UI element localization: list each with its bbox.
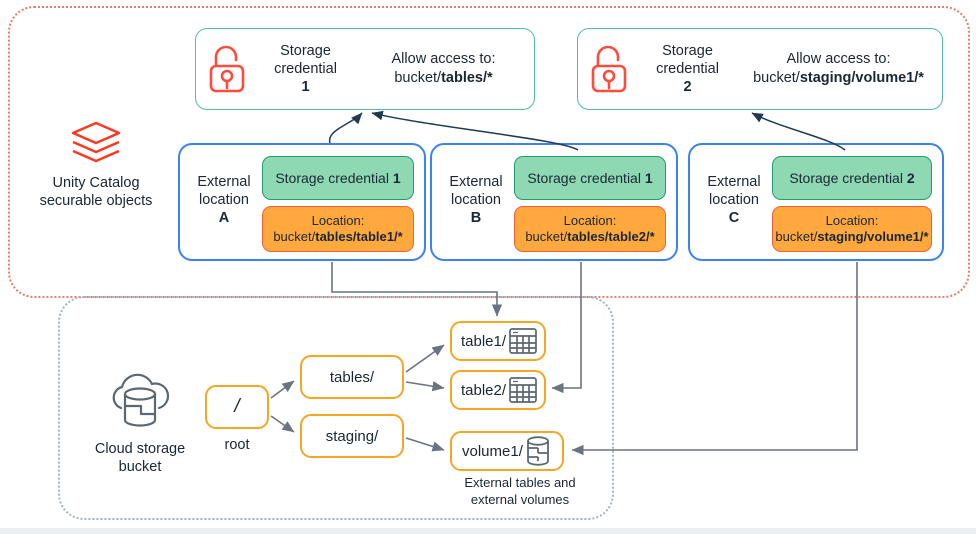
extloc-c-line2: location	[709, 192, 759, 209]
cloud-storage-legend: Cloud storage bucket	[60, 368, 220, 476]
bucket-root-caption: root	[224, 437, 250, 453]
storage-credential-2-title: Storage credential 2	[640, 42, 735, 96]
extloc-c-cred-number: 2	[906, 170, 915, 186]
external-location-a-location-chip: Location: bucket/tables/table1/*	[262, 206, 414, 252]
bucket-node-root-label: /	[234, 396, 240, 417]
external-location-b[interactable]: External location B Storage credential 1…	[430, 143, 678, 261]
extloc-c-loc-path: staging/volume1/*	[817, 229, 929, 244]
storage-credential-card-1[interactable]: Storage credential 1 Allow access to: bu…	[195, 28, 535, 110]
extloc-b-loc-path: tables/table2/*	[567, 229, 655, 244]
extloc-c-cred-prefix: Storage credential	[789, 170, 907, 186]
table-grid-icon	[508, 376, 538, 404]
extloc-a-loc-label: Location:	[311, 212, 365, 228]
extloc-c-loc-prefix: bucket/	[775, 229, 818, 244]
credential-1-title-line1: Storage	[280, 42, 331, 59]
bucket-node-table1[interactable]: table1/	[450, 321, 546, 361]
credential-2-allow-path: staging/volume1/*	[799, 70, 924, 86]
bucket-node-root[interactable]: /	[205, 385, 269, 429]
extloc-b-loc-prefix: bucket/	[525, 229, 568, 244]
unlocked-padlock-icon	[196, 43, 258, 95]
extloc-a-cred-prefix: Storage credential	[275, 170, 393, 186]
credential-2-allow-label: Allow access to:	[786, 51, 891, 68]
external-tables-volumes-caption: External tables and external volumes	[420, 475, 620, 509]
databricks-layers-icon	[71, 121, 121, 163]
extloc-b-cred-number: 1	[644, 170, 653, 186]
external-location-a-credential-chip: Storage credential 1	[262, 156, 414, 200]
bucket-node-table2-label: table2/	[461, 381, 507, 399]
credential-2-title-line1: Storage	[662, 42, 713, 59]
unity-catalog-legend: Unity Catalog securable objects	[22, 120, 170, 210]
storage-credential-2-permission: Allow access to: bucket/staging/volume1/…	[735, 50, 942, 88]
extloc-a-loc-prefix: bucket/	[273, 229, 316, 244]
extloc-c-loc-label: Location:	[825, 212, 879, 228]
credential-1-number: 1	[301, 79, 310, 96]
table-grid-icon	[508, 327, 538, 355]
credential-2-title-line2: credential	[656, 60, 719, 77]
external-location-b-credential-chip: Storage credential 1	[514, 156, 666, 200]
unity-catalog-legend-line2: securable objects	[39, 193, 153, 210]
extloc-c-line1: External	[707, 174, 761, 190]
extloc-b-letter: B	[470, 210, 482, 227]
cloud-database-icon	[112, 373, 170, 427]
unlocked-padlock-icon	[578, 43, 640, 95]
extloc-a-letter: A	[218, 210, 230, 227]
extloc-a-line2: location	[199, 192, 249, 209]
credential-2-allow-prefix: bucket/	[753, 70, 800, 86]
cloud-storage-legend-line2: bucket	[118, 459, 162, 476]
bucket-node-volume1-label: volume1/	[462, 442, 523, 460]
credential-1-title-line2: credential	[274, 60, 337, 77]
extloc-c-letter: C	[728, 210, 740, 227]
storage-credential-1-permission: Allow access to: bucket/tables/*	[353, 50, 534, 88]
external-location-a[interactable]: External location A Storage credential 1…	[178, 143, 426, 261]
extloc-b-loc-label: Location:	[563, 212, 617, 228]
bucket-node-table1-label: table1/	[461, 332, 507, 350]
extloc-b-line1: External	[449, 174, 503, 190]
extloc-a-loc-path: tables/table1/*	[315, 229, 403, 244]
cloud-storage-legend-line1: Cloud storage	[94, 441, 186, 457]
external-location-b-location-chip: Location: bucket/tables/table2/*	[514, 206, 666, 252]
bucket-node-tables[interactable]: tables/	[300, 355, 404, 399]
external-location-c[interactable]: External location C Storage credential 2…	[688, 143, 944, 261]
bucket-node-staging[interactable]: staging/	[300, 414, 404, 458]
bottom-divider-bar	[0, 528, 976, 534]
bucket-node-staging-label: staging/	[325, 427, 379, 445]
external-location-c-name: External location C	[698, 173, 770, 227]
storage-credential-1-title: Storage credential 1	[258, 42, 353, 96]
extloc-b-line2: location	[451, 192, 501, 209]
bucket-node-tables-label: tables/	[329, 368, 375, 386]
leaf-caption-line2: external volumes	[470, 491, 570, 507]
bucket-node-volume1[interactable]: volume1/	[450, 431, 564, 471]
bucket-node-table2[interactable]: table2/	[450, 370, 546, 410]
external-location-c-credential-chip: Storage credential 2	[772, 156, 932, 200]
extloc-b-cred-prefix: Storage credential	[527, 170, 645, 186]
credential-1-allow-path: tables/*	[441, 70, 493, 86]
unity-catalog-legend-line1: Unity Catalog	[52, 175, 140, 191]
leaf-caption-line1: External tables and	[464, 475, 576, 490]
external-location-c-location-chip: Location: bucket/staging/volume1/*	[772, 206, 932, 252]
credential-1-allow-prefix: bucket/	[394, 70, 442, 86]
credential-1-allow-label: Allow access to:	[391, 51, 496, 68]
extloc-a-cred-number: 1	[392, 170, 401, 186]
extloc-a-line1: External	[197, 174, 251, 190]
external-location-a-name: External location A	[188, 173, 260, 227]
external-location-b-name: External location B	[440, 173, 512, 227]
database-cylinder-icon	[525, 436, 551, 466]
storage-credential-card-2[interactable]: Storage credential 2 Allow access to: bu…	[577, 28, 943, 110]
credential-2-number: 2	[683, 79, 692, 96]
